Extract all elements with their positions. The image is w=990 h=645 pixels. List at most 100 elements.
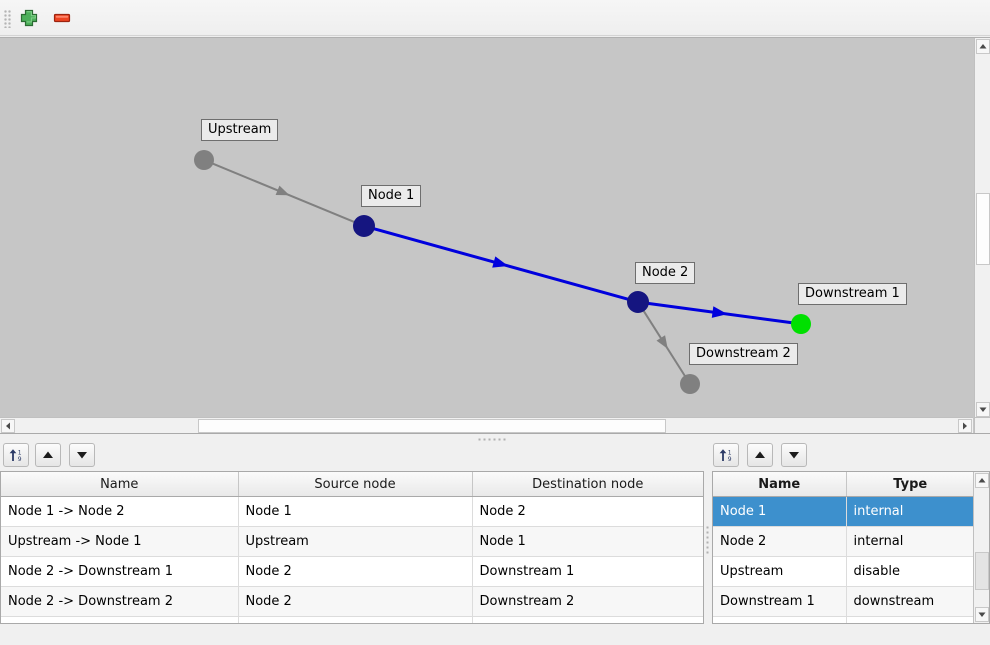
triangle-down-icon [77, 452, 87, 459]
triangle-up-icon [43, 451, 53, 458]
sort-ascending-icon: 1 9 [719, 449, 732, 463]
status-bar [0, 636, 990, 645]
graph-node-downstream1[interactable] [791, 314, 811, 334]
nodes-sort-button[interactable]: 1 9 [713, 443, 739, 467]
nodes-move-up-button[interactable] [747, 443, 773, 467]
graph-node-label-node1[interactable]: Node 1 [361, 185, 422, 207]
table-filler-cell [238, 616, 473, 623]
edges-column-header-source[interactable]: Source node [238, 472, 473, 497]
plus-icon [20, 9, 38, 27]
scrollbar-corner [974, 417, 990, 433]
table-filler-cell [713, 616, 847, 623]
graph-node-node2[interactable] [627, 291, 649, 313]
caret-left-icon [6, 422, 10, 430]
minus-icon [53, 13, 71, 23]
edges-move-up-button[interactable] [35, 443, 61, 467]
caret-right-icon [963, 422, 967, 430]
table-filler-row [1, 616, 703, 623]
edges-layer [211, 162, 793, 377]
edge-source-node: Node 2 [238, 556, 473, 587]
canvas-vertical-scrollbar-thumb[interactable] [976, 193, 990, 265]
graph-edge-arrowhead-node2-downstream1 [711, 306, 728, 318]
edge-destination-node: Downstream 2 [472, 586, 703, 617]
graph-node-node1[interactable] [353, 215, 375, 237]
graph-drawing [194, 150, 811, 394]
nodes-layer [194, 150, 811, 394]
graph-edge-arrowhead-upstream-node1 [275, 185, 290, 196]
graph-edge-arrowhead-node1-node2 [492, 256, 509, 268]
edge-destination-node: Downstream 1 [472, 556, 703, 587]
nodes-scroll-down-button[interactable] [975, 607, 989, 622]
table-filler-cell [472, 616, 703, 623]
nodes-column-header-name[interactable]: Name [713, 472, 847, 497]
toolbar-divider [0, 35, 990, 36]
canvas-vertical-scrollbar[interactable] [974, 38, 990, 418]
scroll-left-button[interactable] [1, 419, 15, 433]
graph-node-upstream[interactable] [194, 150, 214, 170]
main-toolbar [0, 0, 990, 37]
triangle-down-icon [789, 452, 799, 459]
nodes-column-header-type[interactable]: Type [846, 472, 974, 497]
edge-name: Node 2 -> Downstream 1 [1, 556, 239, 587]
graph-node-downstream2[interactable] [680, 374, 700, 394]
splitter-grip[interactable] [478, 438, 506, 442]
caret-up-icon [978, 478, 986, 483]
edge-name: Node 2 -> Downstream 2 [1, 586, 239, 617]
triangle-up-icon [755, 451, 765, 458]
node-name: Upstream [713, 556, 847, 587]
edge-source-node: Upstream [238, 526, 473, 557]
svg-text:9: 9 [18, 456, 22, 463]
edge-source-node: Node 2 [238, 586, 473, 617]
toolbar-drag-handle[interactable] [4, 10, 11, 28]
table-filler-cell [846, 616, 974, 623]
remove-node-button[interactable] [49, 5, 75, 31]
graph-node-label-downstream2[interactable]: Downstream 2 [689, 343, 798, 365]
canvas-horizontal-scrollbar[interactable] [0, 417, 973, 433]
table-filler-row [713, 616, 974, 623]
node-type: internal [846, 496, 974, 527]
svg-text:1: 1 [18, 450, 22, 457]
edge-name: Node 1 -> Node 2 [1, 496, 239, 527]
edges-move-down-button[interactable] [69, 443, 95, 467]
node-name: Node 2 [713, 526, 847, 557]
table-filler-cell [1, 616, 239, 623]
graph-node-label-downstream1[interactable]: Downstream 1 [798, 283, 907, 305]
tables-splitter[interactable] [704, 444, 712, 636]
nodes-panel-toolbar: 1 9 [712, 443, 990, 469]
edges-column-header-name[interactable]: Name [1, 472, 239, 497]
edge-name: Upstream -> Node 1 [1, 526, 239, 557]
edges-sort-button[interactable]: 1 9 [3, 443, 29, 467]
scroll-down-button[interactable] [976, 402, 990, 417]
scroll-right-button[interactable] [958, 419, 972, 433]
graph-edge-arrowhead-node2-downstream2 [656, 335, 668, 349]
scroll-up-button[interactable] [976, 39, 990, 54]
graph-node-label-node2[interactable]: Node 2 [635, 262, 696, 284]
add-node-button[interactable] [16, 5, 42, 31]
tables-splitter-grip[interactable] [706, 526, 710, 554]
canvas-tables-splitter[interactable] [0, 433, 990, 444]
nodes-scroll-up-button[interactable] [975, 473, 989, 488]
nodes-table-vertical-scrollbar-thumb[interactable] [975, 552, 989, 590]
node-type: downstream [846, 586, 974, 617]
edge-source-node: Node 1 [238, 496, 473, 527]
canvas-horizontal-scrollbar-thumb[interactable] [198, 419, 666, 433]
edge-destination-node: Node 2 [472, 496, 703, 527]
node-type: internal [846, 526, 974, 557]
nodes-move-down-button[interactable] [781, 443, 807, 467]
nodes-table-vertical-scrollbar[interactable] [973, 472, 989, 623]
edges-column-header-destination[interactable]: Destination node [472, 472, 703, 497]
graph-node-label-upstream[interactable]: Upstream [201, 119, 279, 141]
edges-table[interactable]: Name Source node Destination node Node 1… [0, 471, 704, 624]
